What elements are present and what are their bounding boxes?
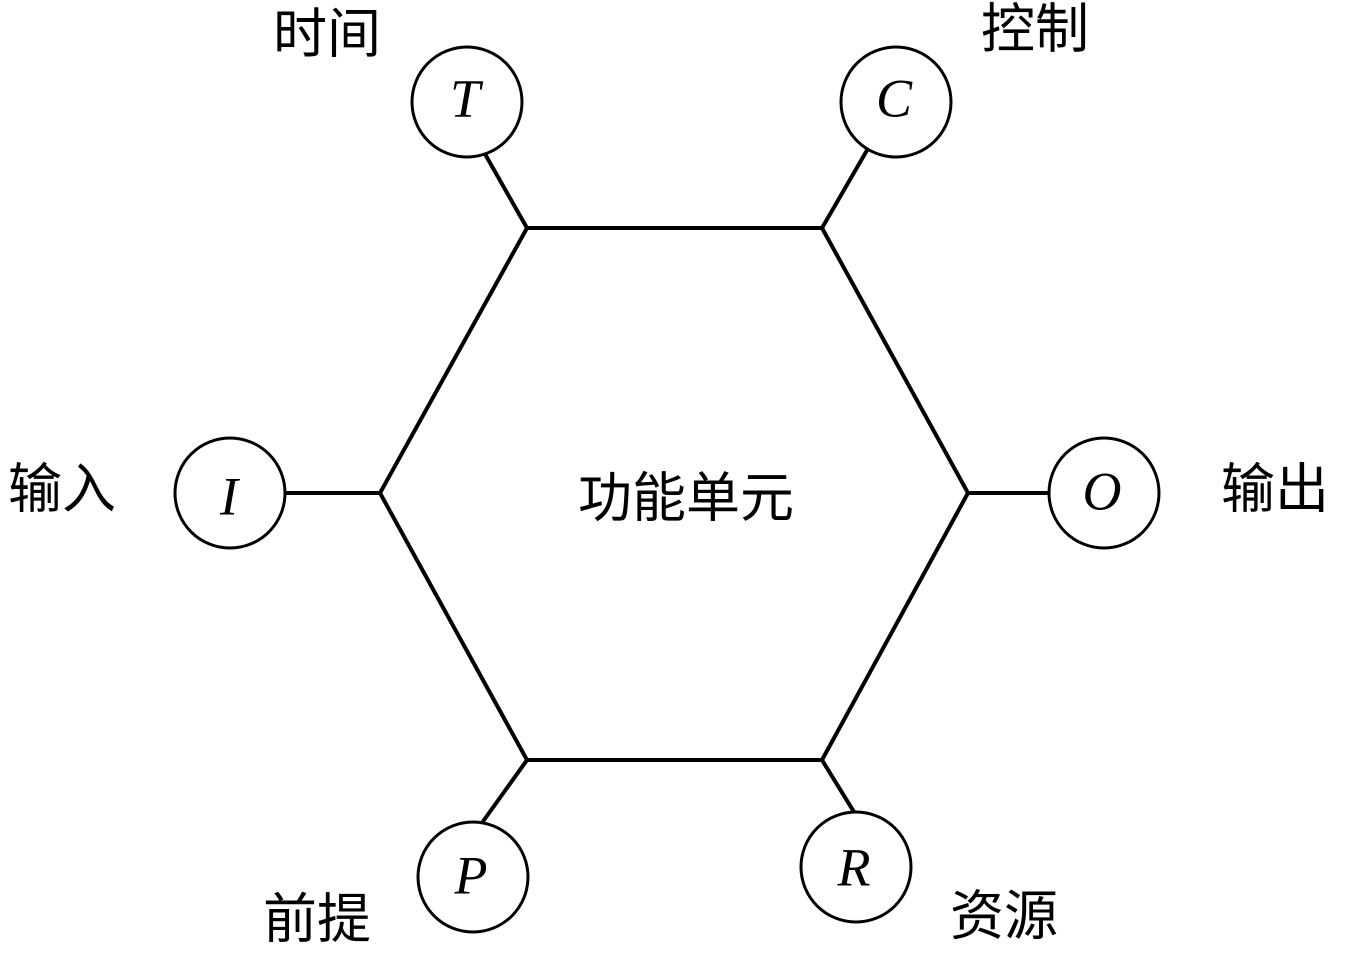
- node-input-circle: [173, 436, 287, 550]
- connector-resource: [819, 757, 857, 815]
- node-resource-circle: [799, 810, 913, 924]
- connector-precondition: [476, 757, 530, 830]
- node-precondition: P 前提: [263, 820, 530, 951]
- node-output-letter: O: [1083, 461, 1122, 521]
- node-input-label: 输入: [8, 458, 116, 521]
- node-output-circle: [1047, 436, 1161, 550]
- node-time-circle: [410, 45, 524, 159]
- node-control: C 控制: [839, 0, 1089, 159]
- node-control-letter: C: [876, 68, 913, 128]
- node-output-label: 输出: [1221, 458, 1329, 521]
- node-resource: R 资源: [799, 810, 1058, 948]
- node-control-circle: [839, 45, 953, 159]
- node-time-label: 时间: [273, 3, 381, 66]
- node-resource-label: 资源: [950, 885, 1058, 948]
- node-precondition-circle: [416, 820, 530, 934]
- node-precondition-letter: P: [454, 845, 488, 905]
- node-control-label: 控制: [981, 0, 1089, 61]
- node-time: T 时间: [273, 3, 524, 159]
- node-input-letter: I: [219, 466, 241, 526]
- node-output: O 输出: [1047, 436, 1329, 550]
- node-time-letter: T: [450, 68, 484, 128]
- node-input: I 输入: [8, 436, 287, 550]
- connector-control: [819, 149, 869, 231]
- node-resource-letter: R: [837, 837, 871, 897]
- center-label: 功能单元: [578, 467, 794, 530]
- node-precondition-label: 前提: [263, 888, 371, 951]
- connector-time: [482, 151, 530, 231]
